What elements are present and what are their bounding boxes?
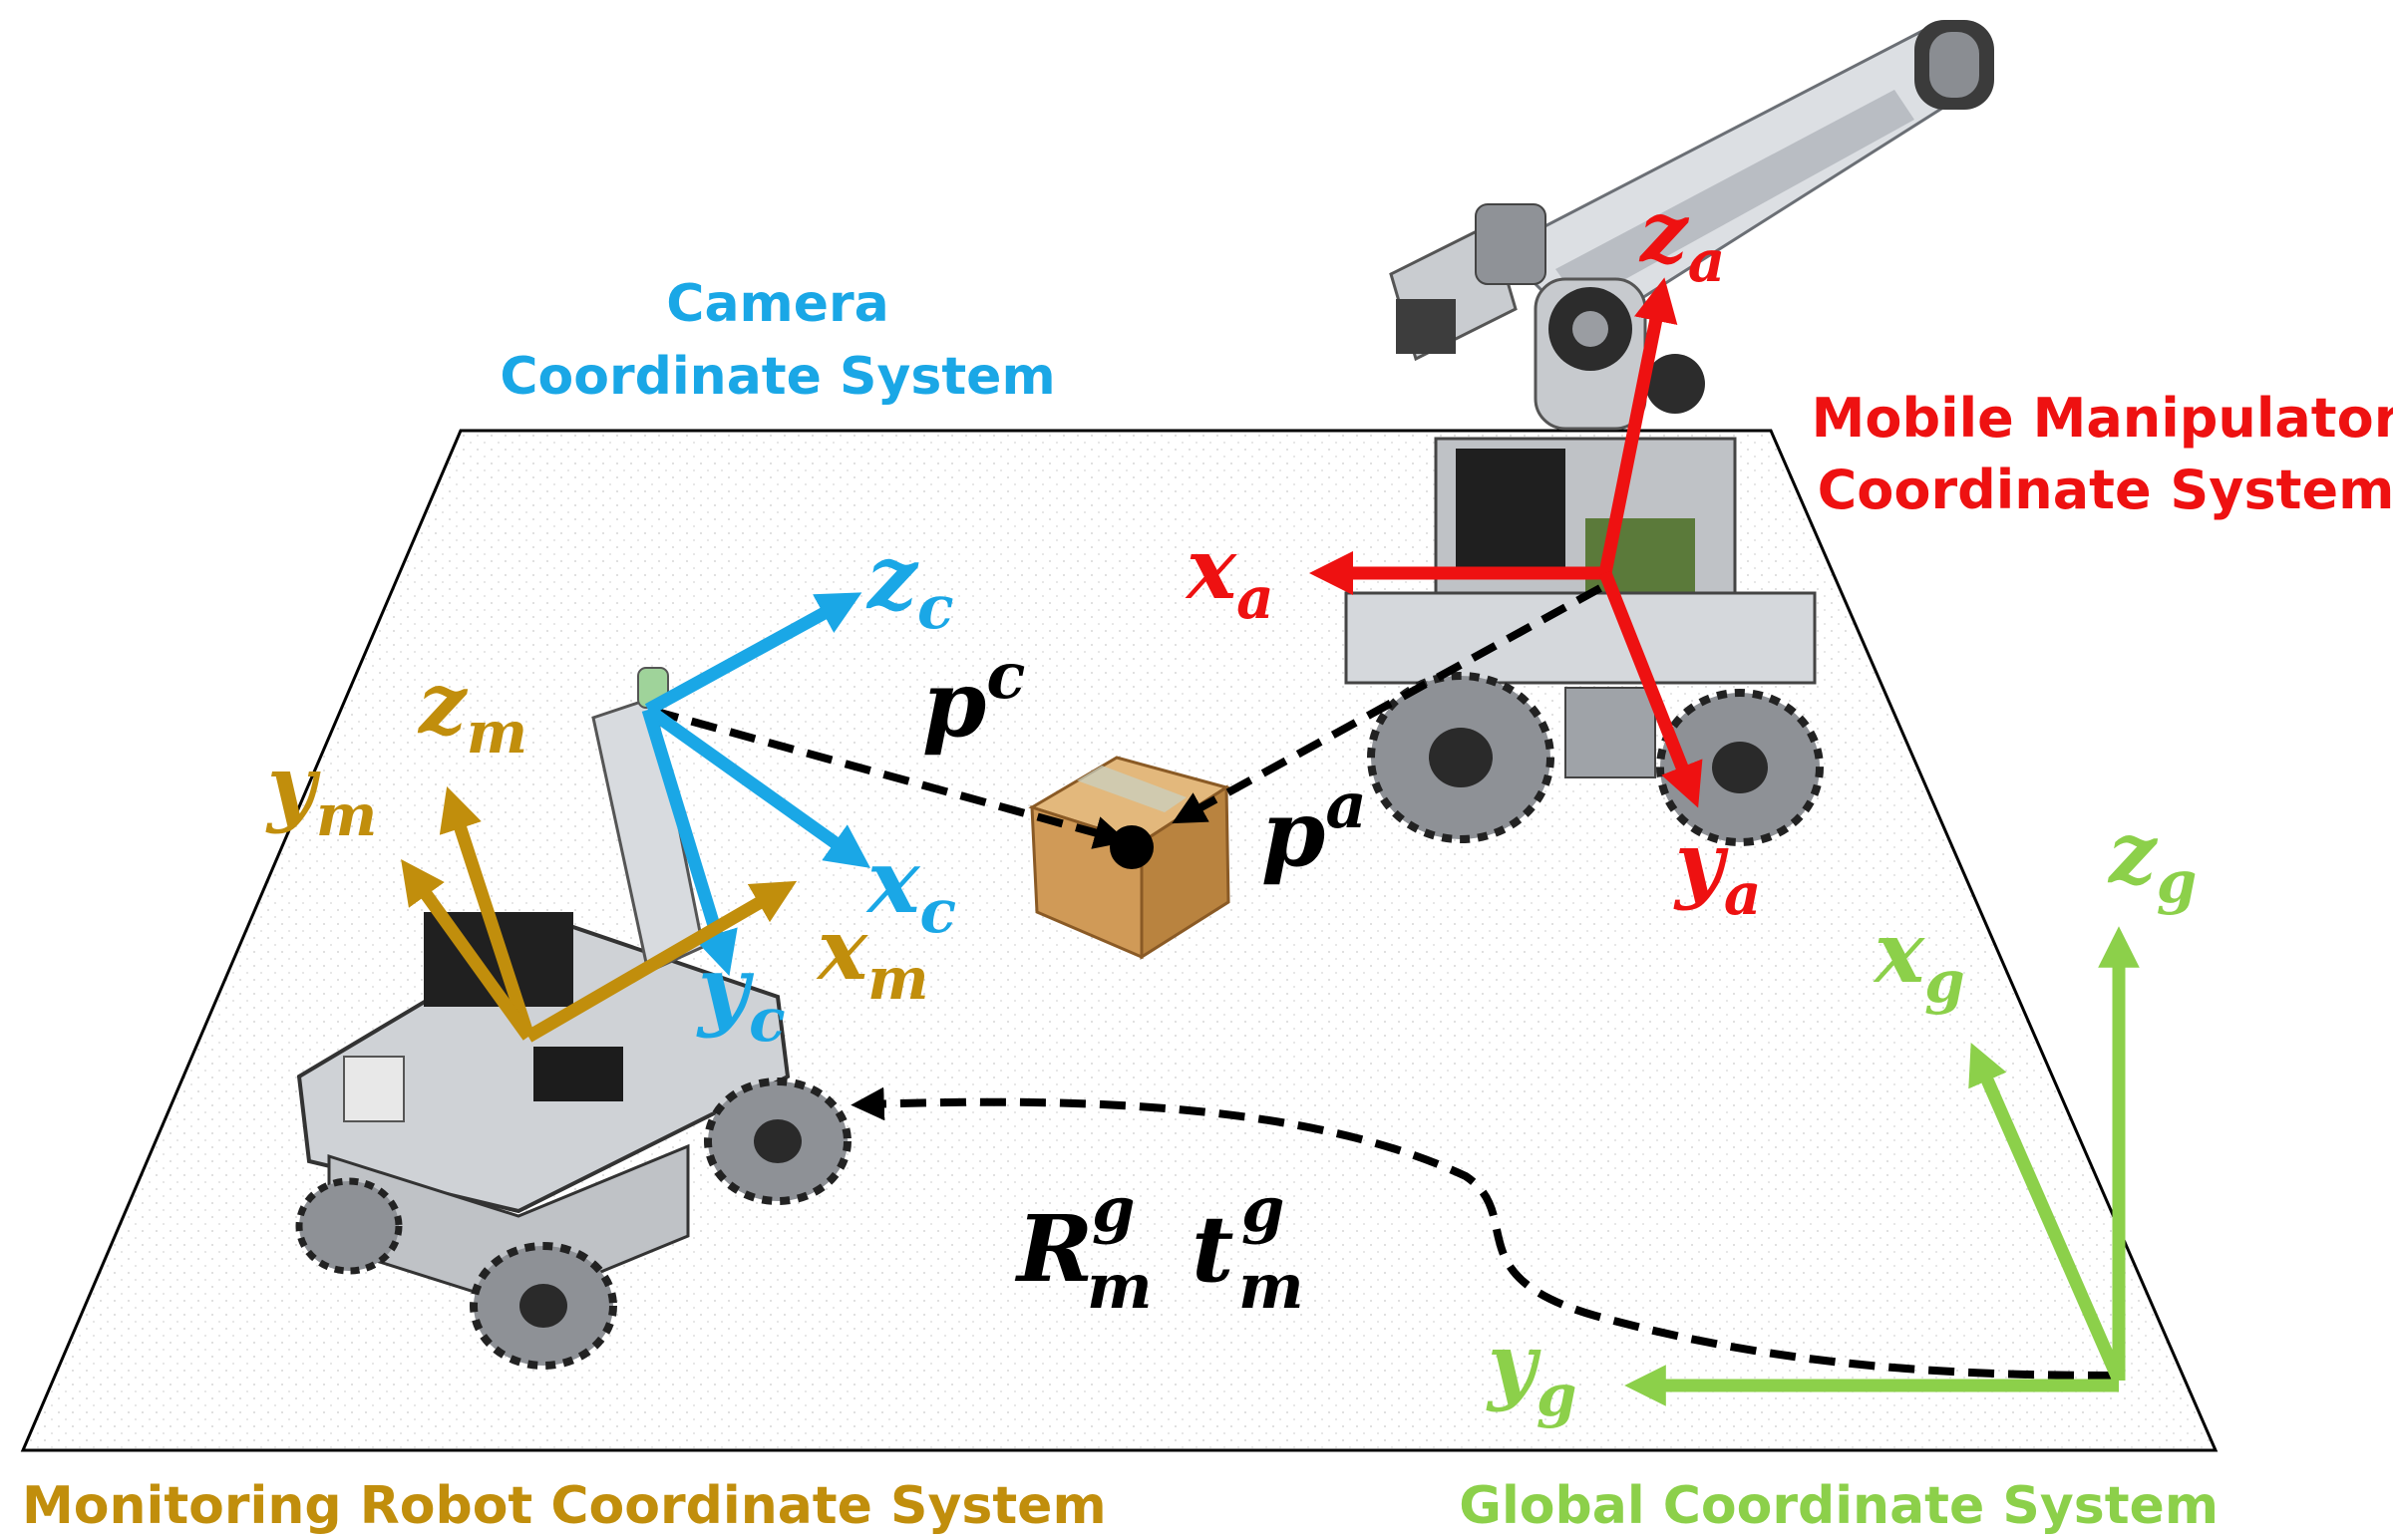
monitor-y-axis — [401, 859, 534, 1041]
camera-y-axis — [641, 708, 738, 977]
global-y-label: yg — [1486, 1315, 1576, 1429]
monitor-z-axis — [439, 785, 535, 1040]
pc-label: pc — [922, 639, 1025, 758]
monitor-z-label: zm — [417, 654, 527, 767]
transform-path — [851, 1086, 2115, 1380]
monitoring-robot-title: Monitoring Robot Coordinate System — [22, 1476, 1107, 1536]
pa-label: pa — [1261, 769, 1367, 887]
monitor-x-axis — [524, 880, 798, 1043]
camera-title-line1: Camera — [666, 274, 888, 334]
camera-x-label: xc — [865, 829, 956, 947]
monitoring-robot — [295, 667, 852, 1370]
arm-y-label: ya — [1673, 813, 1761, 928]
camera-y-label: yc — [696, 936, 786, 1056]
mobile-manipulator-robot — [1344, 20, 1994, 846]
arm-z-axis — [1598, 277, 1678, 575]
global-x-label: xg — [1873, 903, 1965, 1016]
camera-x-axis — [644, 704, 871, 868]
global-axes — [1624, 926, 2140, 1406]
mobile-manipulator-title-line2: Coordinate System — [1818, 459, 2393, 521]
monitor-x-label: xm — [816, 900, 928, 1013]
monitor-axes — [401, 785, 798, 1043]
mobile-manipulator-title-line1: Mobile Manipulator — [1812, 387, 2393, 450]
arm-z-label: za — [1638, 182, 1725, 295]
arm-axes — [1308, 277, 1703, 808]
global-x-axis — [1968, 1042, 2125, 1384]
camera-z-axis — [644, 592, 862, 716]
global-title: Global Coordinate System — [1459, 1476, 2219, 1536]
camera-axes — [641, 592, 871, 977]
global-z-label: zg — [2107, 803, 2197, 916]
camera-z-label: zc — [865, 525, 954, 643]
arm-x-label: xa — [1185, 519, 1274, 632]
arm-y-axis — [1598, 570, 1703, 808]
camera-title-line2: Coordinate System — [500, 347, 1055, 407]
target-point — [1110, 825, 1154, 869]
monitor-y-label: ym — [265, 737, 377, 849]
